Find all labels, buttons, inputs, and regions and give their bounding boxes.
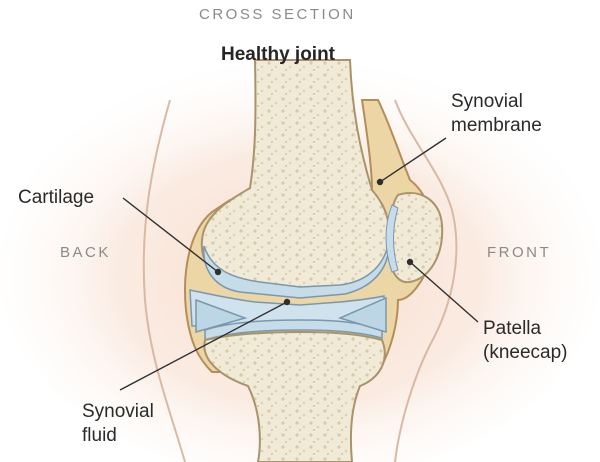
- synovial-membrane-label: Synovial membrane: [451, 90, 542, 138]
- cartilage-label: Cartilage: [18, 186, 94, 210]
- synovial-fluid-line2: fluid: [82, 424, 154, 448]
- synovial-membrane-line2: membrane: [451, 114, 542, 138]
- back-label: BACK: [60, 244, 111, 261]
- page-title: Healthy joint: [221, 44, 335, 66]
- cross-section-heading: CROSS SECTION: [199, 6, 356, 23]
- synovial-fluid-line1: Synovial: [82, 400, 154, 424]
- patella-label: Patella (kneecap): [483, 317, 568, 365]
- synovial-membrane-line1: Synovial: [451, 90, 542, 114]
- synovial-fluid-label: Synovial fluid: [82, 400, 154, 448]
- front-label: FRONT: [487, 244, 551, 261]
- patella-line1: Patella: [483, 317, 568, 341]
- patella-line2: (kneecap): [483, 341, 568, 365]
